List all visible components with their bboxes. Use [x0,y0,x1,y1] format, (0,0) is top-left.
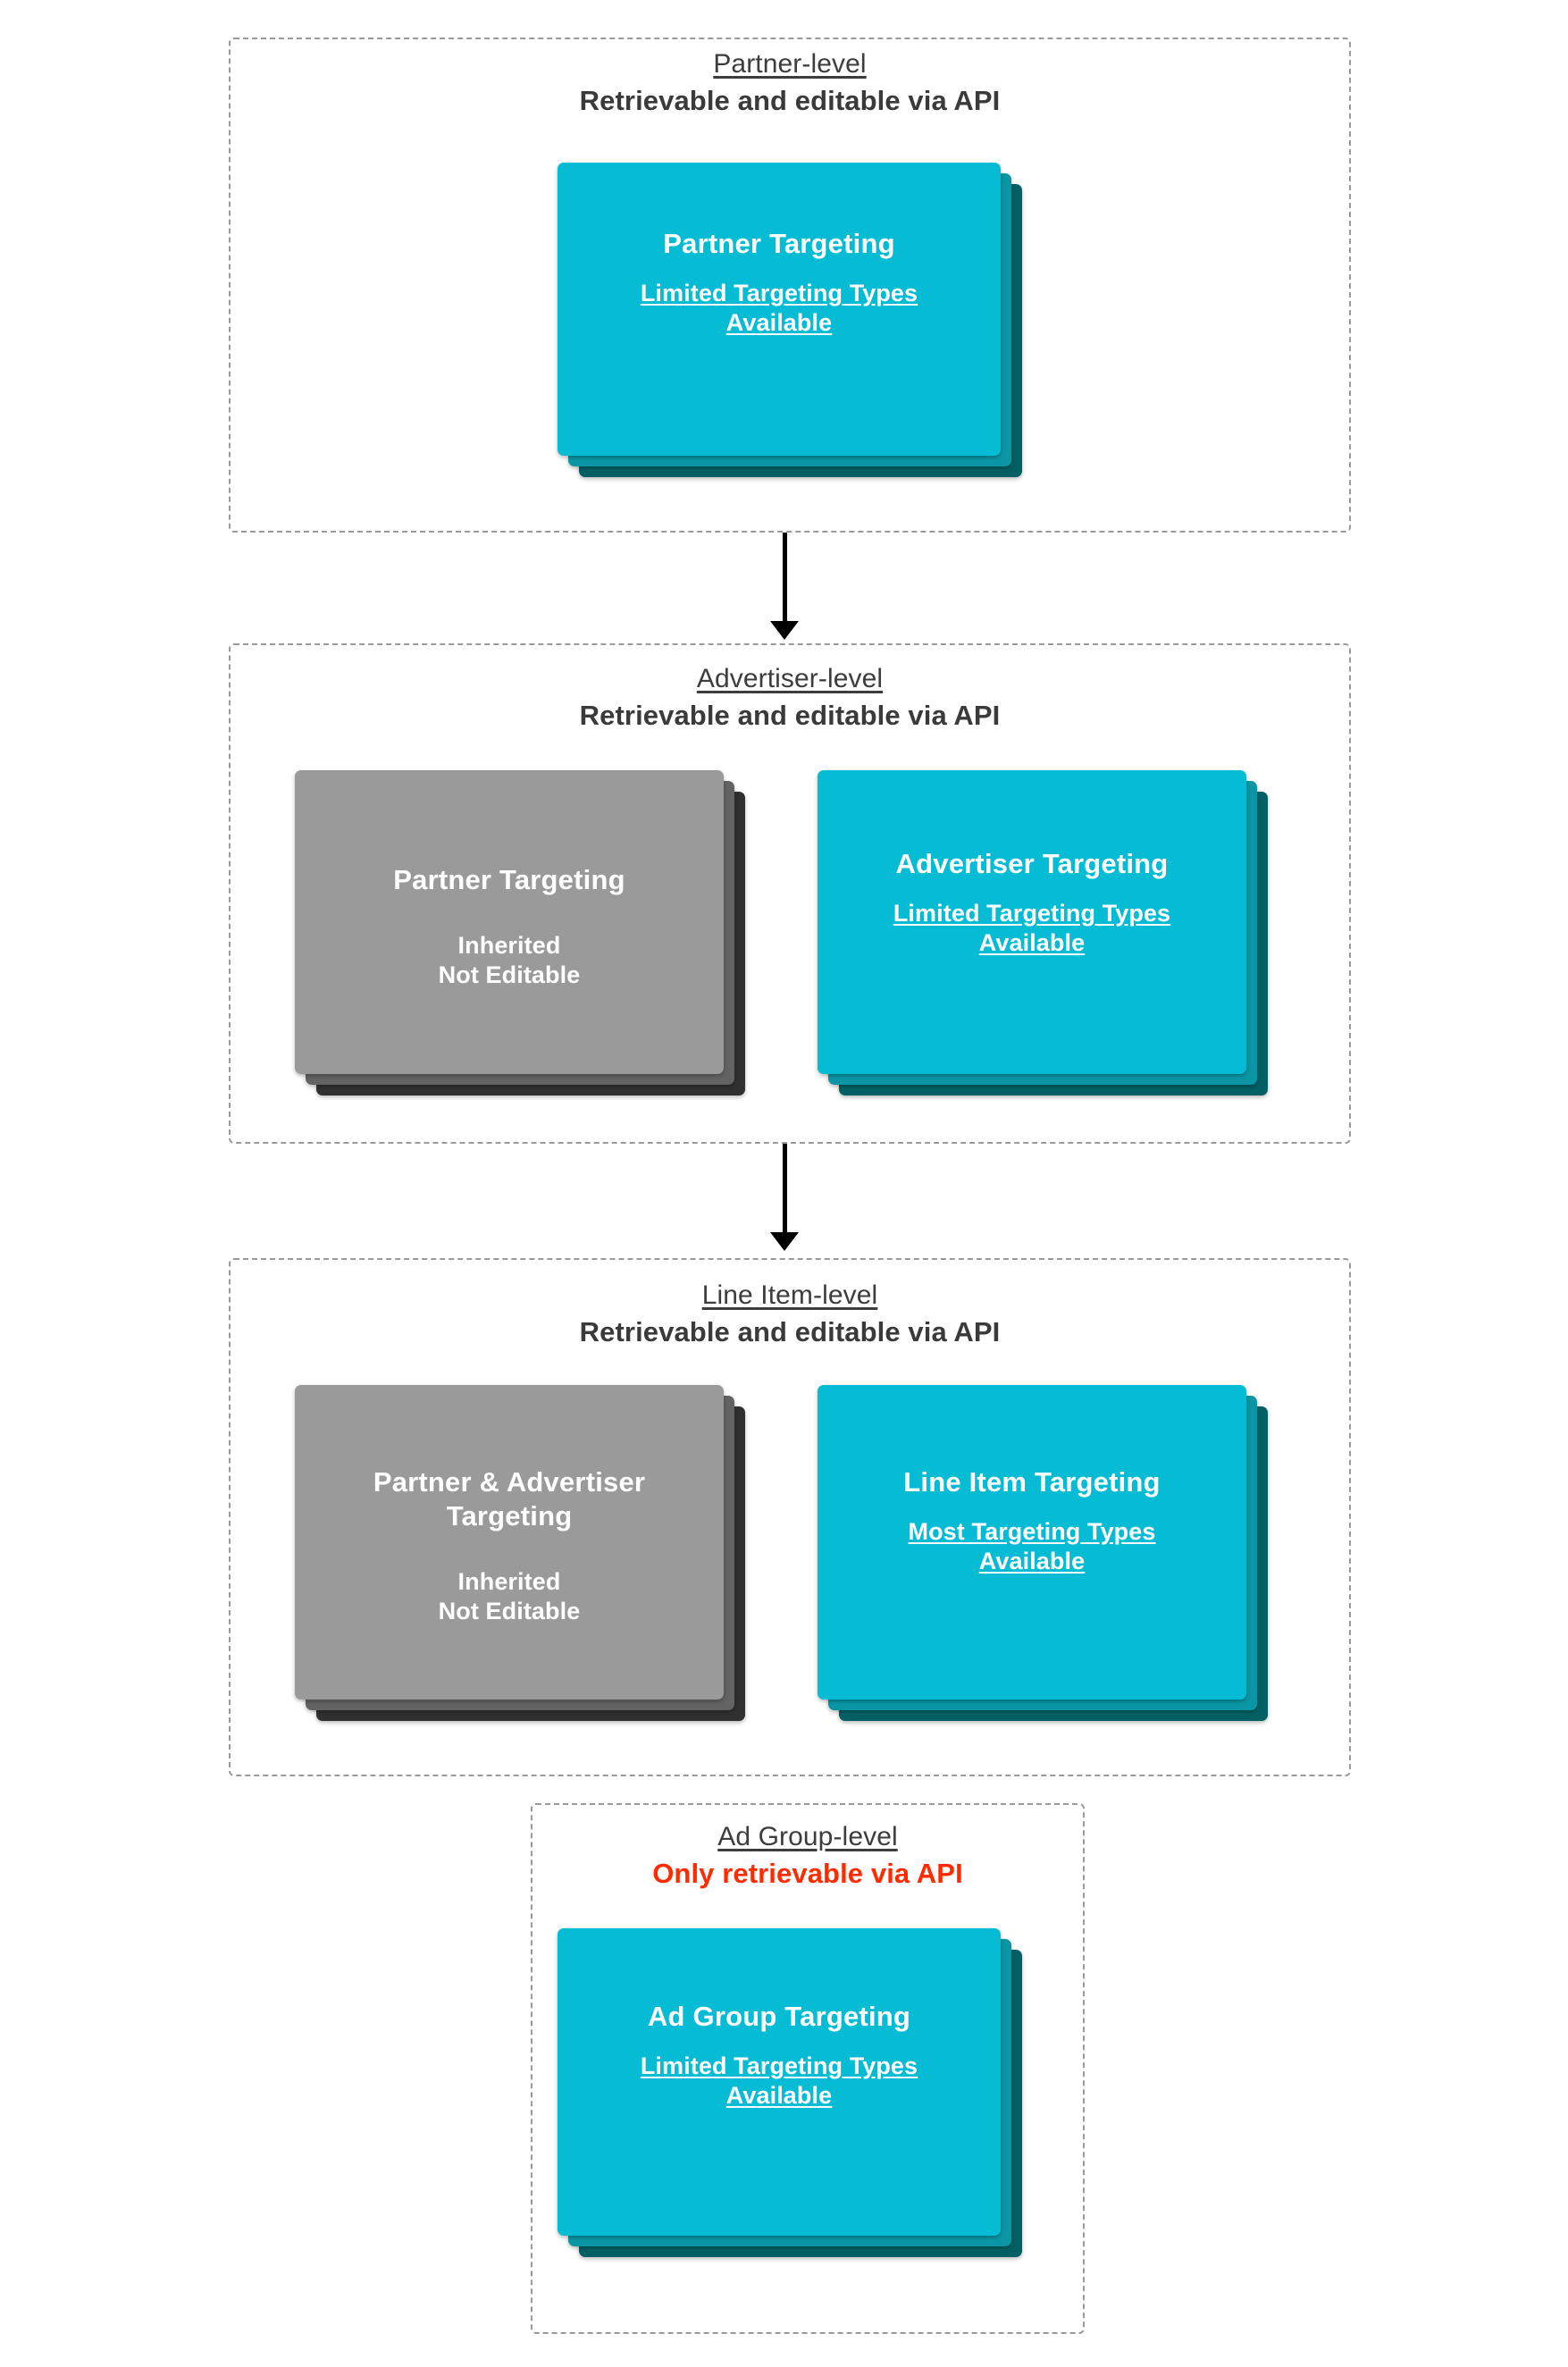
level-title-line-item: Line Item-level [701,1280,878,1310]
level-title-advertiser: Advertiser-level [696,664,884,693]
card-layer-front [558,163,1001,456]
card-stack-advertiser-targeting[interactable]: Advertiser Targeting Limited Targeting T… [818,770,1268,1121]
card-content-inherited-partner-targeting: Partner Targeting Inherited Not Editable [295,847,724,1006]
card-content-ad-group-targeting: Ad Group Targeting Limited Targeting Typ… [558,2000,1001,2111]
card-title: Partner & Advertiser Targeting [373,1466,646,1532]
arrow-shaft [783,533,787,622]
card-content-line-item-targeting: Line Item Targeting Most Targeting Types… [818,1465,1246,1576]
card-title: Partner Targeting [393,864,625,895]
card-stack-inherited-partner-advertiser-targeting[interactable]: Partner & Advertiser Targeting Inherited… [295,1385,745,1742]
card-stack-partner-targeting[interactable]: Partner Targeting Limited Targeting Type… [558,163,1022,477]
card-layer-front [818,770,1246,1074]
connector-partner-to-advertiser [759,533,812,640]
connector-advertiser-to-line-item [759,1144,812,1251]
level-box-ad-group [531,1803,1085,2334]
level-access-ad-group: Only retrievable via API [652,1857,963,1889]
card-subtitle: Inherited Not Editable [438,1568,581,1625]
card-subtitle: Limited Targeting Types Available [893,900,1171,957]
arrow-head-icon [770,621,799,640]
level-box-line-item [229,1258,1351,1776]
card-layer-front [818,1385,1246,1700]
level-title-ad-group: Ad Group-level [717,1822,898,1851]
level-title-partner: Partner-level [713,49,867,79]
level-header-advertiser: Advertiser-level Retrievable and editabl… [229,663,1351,732]
card-subtitle: Inherited Not Editable [438,932,581,989]
card-layer-front [295,770,724,1074]
level-box-partner [229,38,1351,533]
card-content-inherited-partner-advertiser-targeting: Partner & Advertiser Targeting Inherited… [295,1449,724,1642]
card-title: Ad Group Targeting [647,2001,911,2032]
card-title: Advertiser Targeting [895,848,1169,879]
card-stack-ad-group-targeting[interactable]: Ad Group Targeting Limited Targeting Typ… [558,1928,1022,2279]
level-access-advertiser: Retrievable and editable via API [579,699,1001,731]
card-subtitle: Most Targeting Types Available [908,1518,1156,1575]
level-header-partner: Partner-level Retrievable and editable v… [229,48,1351,117]
card-title: Line Item Targeting [903,1466,1161,1498]
level-header-line-item: Line Item-level Retrievable and editable… [229,1280,1351,1348]
arrow-head-icon [770,1232,799,1251]
level-access-partner: Retrievable and editable via API [579,84,1001,116]
card-subtitle: Limited Targeting Types Available [640,2052,918,2110]
arrow-shaft [783,1144,787,1233]
card-content-partner-targeting: Partner Targeting Limited Targeting Type… [558,227,1001,338]
card-subtitle: Limited Targeting Types Available [640,280,918,337]
level-header-ad-group: Ad Group-level Only retrievable via API [531,1821,1085,1890]
card-layer-front [558,1928,1001,2236]
level-access-line-item: Retrievable and editable via API [579,1315,1001,1347]
card-stack-inherited-partner-targeting[interactable]: Partner Targeting Inherited Not Editable [295,770,745,1121]
card-layer-front [295,1385,724,1700]
card-content-advertiser-targeting: Advertiser Targeting Limited Targeting T… [818,847,1246,958]
card-stack-line-item-targeting[interactable]: Line Item Targeting Most Targeting Types… [818,1385,1268,1742]
level-box-advertiser [229,643,1351,1144]
card-title: Partner Targeting [663,228,895,259]
